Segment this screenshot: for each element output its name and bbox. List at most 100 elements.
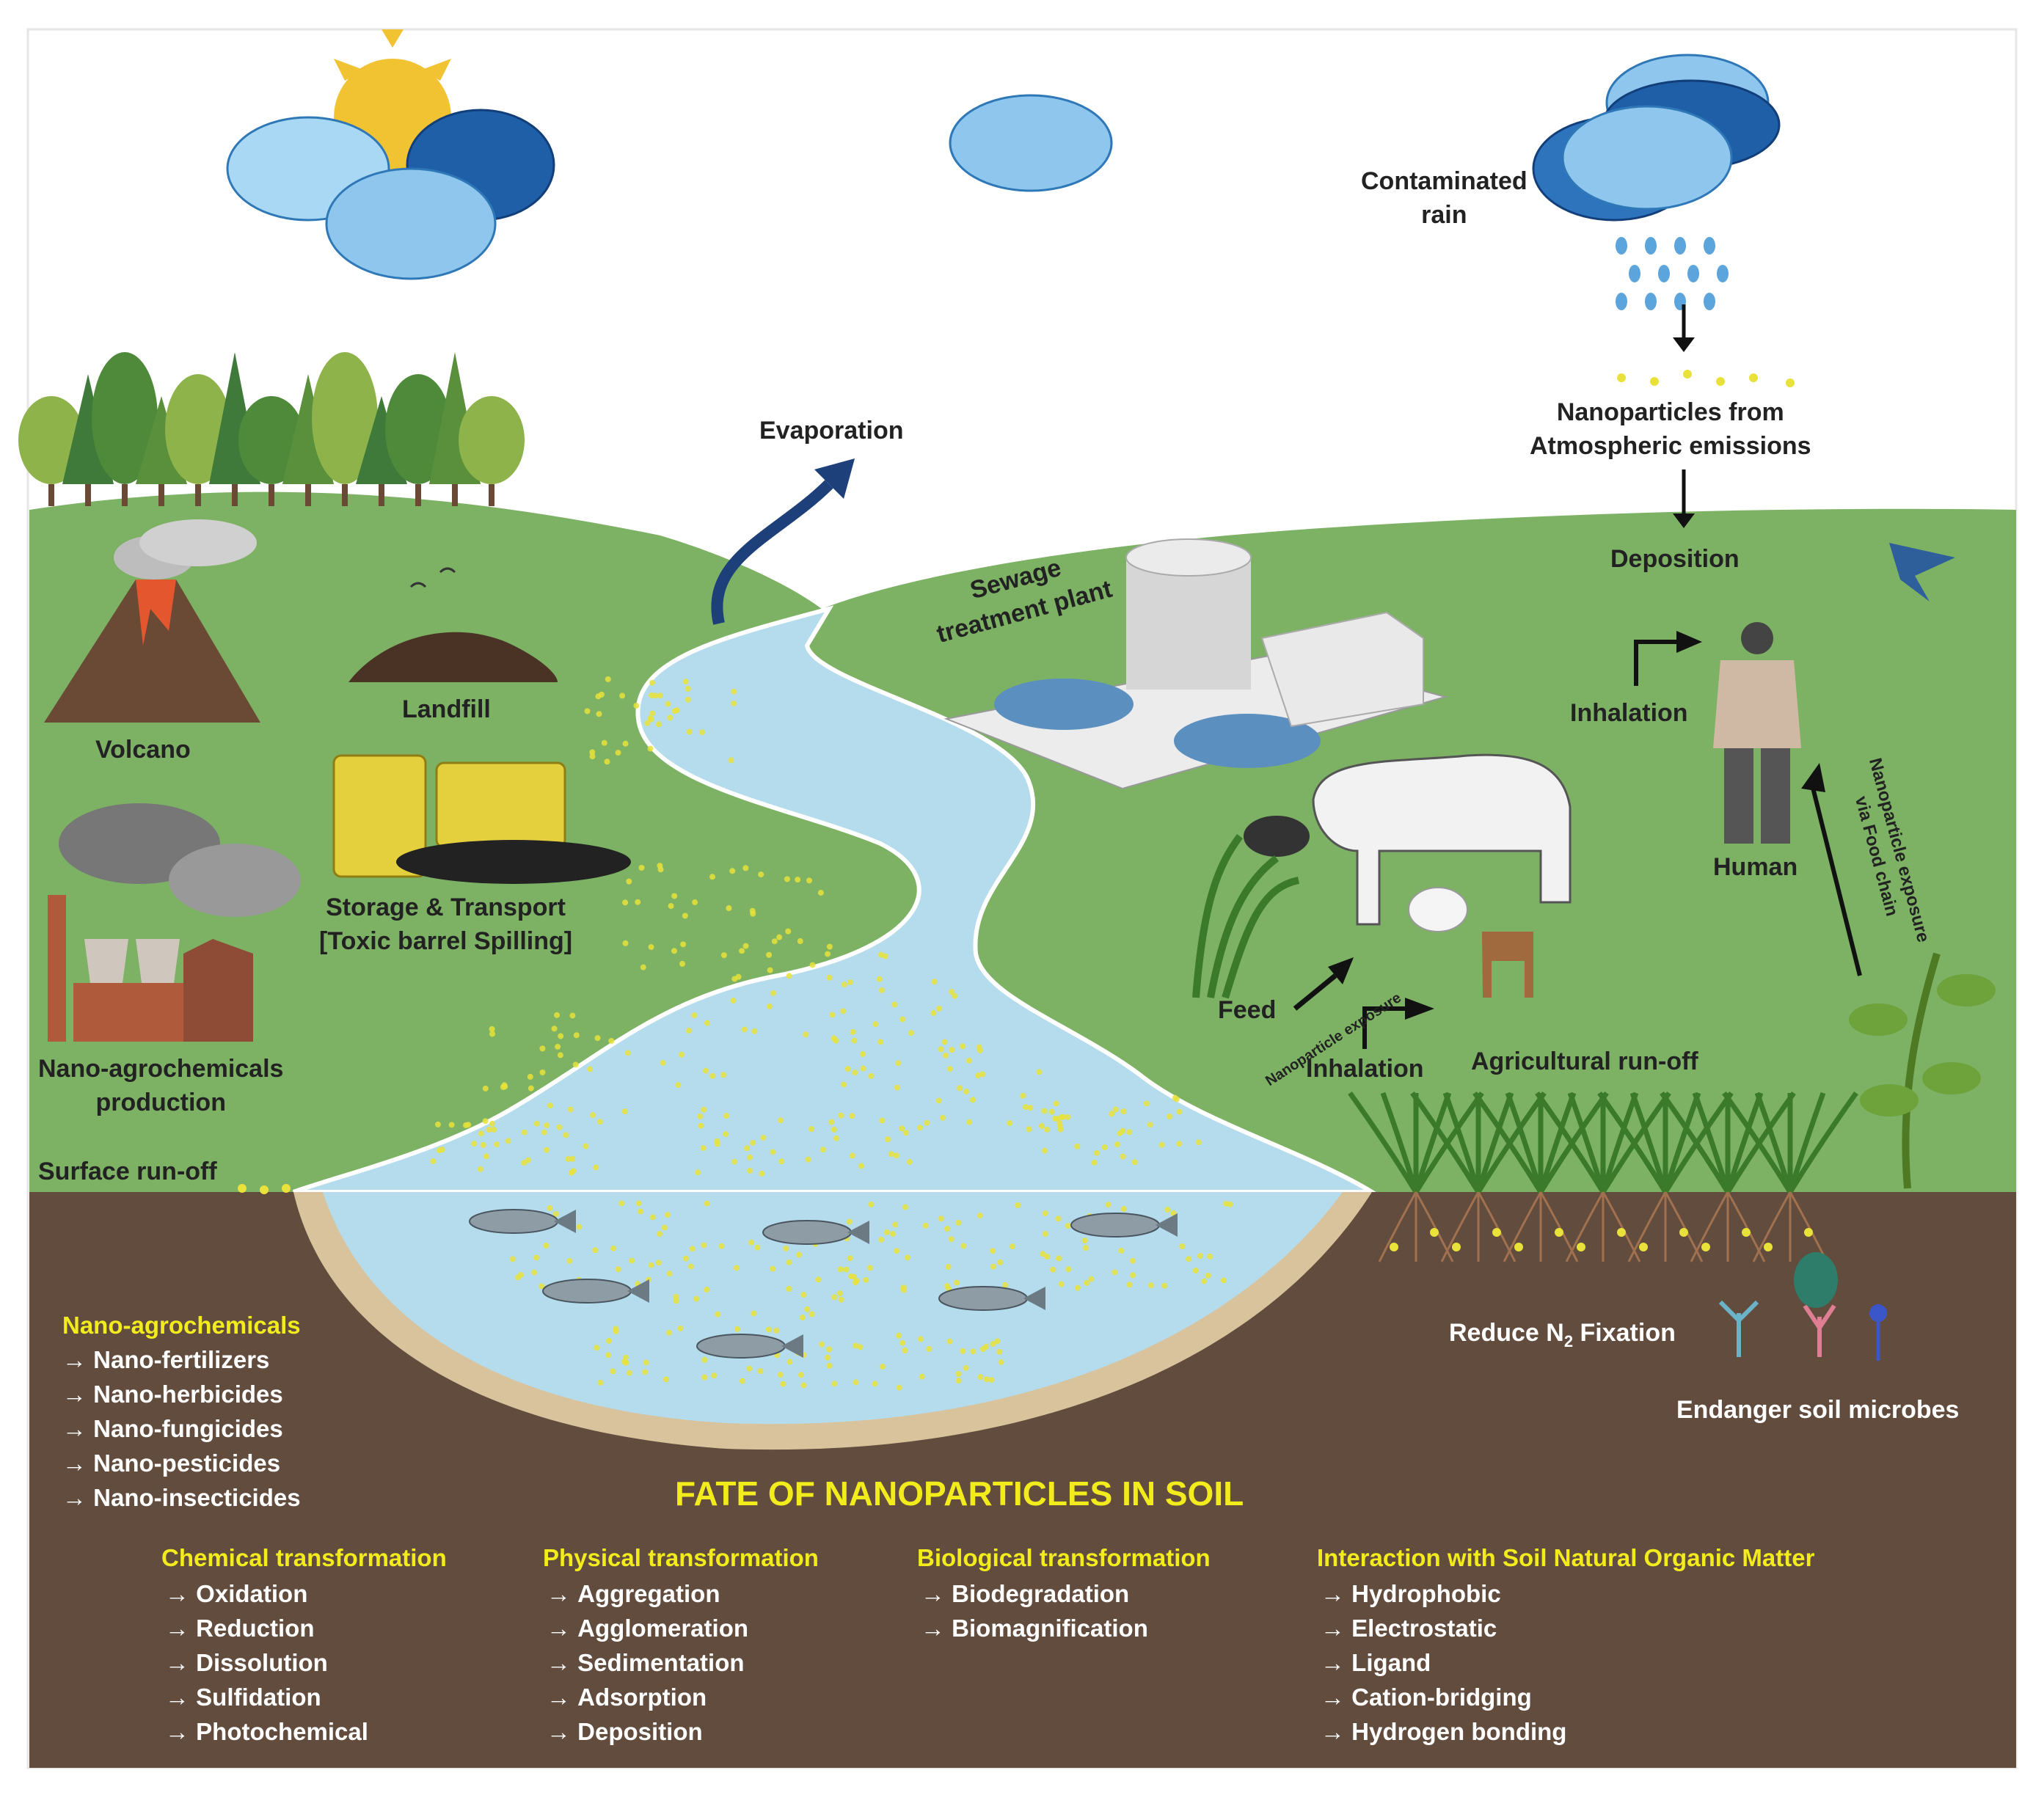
- nanoparticle-dot: [826, 1346, 833, 1353]
- nanoparticle-dot: [952, 992, 958, 999]
- nanoparticle-dot: [989, 1248, 996, 1254]
- soil-microbes-icon: [1718, 1252, 1887, 1361]
- nanoparticle-dot: [837, 1266, 844, 1273]
- nanoparticle-dot: [597, 1379, 604, 1386]
- nanoparticle-dot: [817, 890, 824, 896]
- nanoparticle-dot: [1207, 1253, 1213, 1260]
- nanoparticle-dot: [766, 1003, 773, 1010]
- nanoparticle-dot: [657, 863, 663, 869]
- nanoparticle-dot: [613, 1328, 619, 1335]
- nanoparticle-dot: [825, 1354, 831, 1361]
- nanoparticle-dot: [853, 1342, 859, 1349]
- nanoparticle-dot: [776, 934, 783, 940]
- nanoparticle-dot: [872, 1021, 879, 1028]
- nanoparticle-dot: [1639, 1243, 1648, 1251]
- nanoparticle-dot: [1126, 1129, 1133, 1136]
- nanoparticle-dot: [576, 1224, 583, 1230]
- label-production-line2: production: [95, 1088, 226, 1116]
- nanoparticle-dot: [709, 1072, 716, 1079]
- nanoparticle-dot: [744, 1145, 751, 1152]
- tree-trunk: [269, 484, 274, 506]
- fish-body: [542, 1279, 632, 1304]
- nanoparticle-dot: [604, 758, 610, 765]
- nanoparticle-dot: [648, 944, 654, 951]
- nanoparticle-dot: [1764, 1243, 1773, 1251]
- nanoparticle-dot: [917, 1125, 924, 1131]
- label-landfill: Landfill: [402, 695, 491, 723]
- nanoparticle-dot: [878, 987, 885, 993]
- nanoparticle-dot: [610, 1368, 616, 1375]
- nanoparticle-dot: [926, 1345, 932, 1352]
- nanoparticle-dot: [489, 1120, 495, 1127]
- nanoparticle-dot: [260, 1185, 269, 1194]
- cloud-rain-icon: [1532, 54, 1781, 222]
- nanoparticle-dot: [1179, 1243, 1186, 1250]
- fish-body: [696, 1334, 786, 1359]
- sewage-plant-icon: [943, 538, 1448, 790]
- nanoparticle-dot: [1120, 1108, 1127, 1115]
- label-reduce-n2-fixation: Reduce N2 Fixation: [1449, 1317, 1676, 1352]
- nanoparticle-dot: [778, 1117, 784, 1124]
- tree-trunk: [379, 484, 384, 506]
- nanoparticle-dot: [695, 1169, 701, 1176]
- nanoparticle-dot: [701, 1106, 707, 1113]
- nanoparticle-dot: [889, 1231, 896, 1238]
- animal-inhalation-arrow-icon: [1362, 998, 1434, 1049]
- label-inhalation-animal: Inhalation: [1306, 1055, 1424, 1083]
- nanoparticle-dot: [892, 1221, 899, 1228]
- nanoparticle-dot: [899, 1339, 906, 1346]
- fish-body: [469, 1209, 558, 1234]
- nanoparticle-dot: [828, 1119, 835, 1125]
- nanoparticle-dot: [687, 1263, 694, 1270]
- nanoparticle-dot: [655, 721, 662, 728]
- nanoparticle-dot: [569, 1155, 576, 1162]
- nanoparticle-dot: [657, 1231, 663, 1238]
- nanoparticle-dot: [853, 1278, 860, 1284]
- tree-crown: [92, 352, 158, 484]
- nanoparticle-dot: [759, 1170, 765, 1177]
- nanoparticle-dot: [751, 1028, 758, 1034]
- nanoparticle-dot: [1147, 1122, 1153, 1128]
- label-human: Human: [1713, 853, 1798, 881]
- label-atmospheric-emissions: Nanoparticles from Atmospheric emissions: [1530, 396, 1811, 464]
- nanoparticle-dot: [977, 1374, 984, 1381]
- nanoparticle-dot: [833, 1135, 840, 1141]
- nanoparticle-dot: [1093, 1149, 1100, 1156]
- fate-physical-list: AggregationAgglomerationSedimentationAds…: [547, 1576, 822, 1749]
- nanoparticle-dot: [825, 951, 831, 957]
- nanoparticle-dot: [896, 1332, 902, 1339]
- fish-tail: [627, 1279, 649, 1303]
- nanoparticle-dot: [1112, 1269, 1118, 1276]
- nanoparticle-dot: [1195, 1139, 1202, 1146]
- nanoparticle-dot: [1227, 1201, 1233, 1207]
- nanoparticle-dot: [979, 1071, 986, 1078]
- label-feed: Feed: [1218, 996, 1277, 1024]
- fate-mechanism-item: Hydrophobic: [1321, 1576, 1818, 1611]
- nanoparticle-dot: [539, 1045, 546, 1052]
- nanoparticle-dot: [596, 1119, 603, 1125]
- nanoparticle-dot: [994, 1338, 1001, 1345]
- label-storage-line1: Storage & Transport: [326, 893, 566, 921]
- nanoparticle-dot: [990, 1263, 996, 1270]
- nanoparticle-dot: [1749, 373, 1758, 382]
- tree-crown: [459, 396, 525, 484]
- nanoparticle-dot: [543, 1242, 550, 1249]
- nanoparticle-dot: [1088, 1276, 1095, 1282]
- nanoparticle-dot: [955, 1219, 962, 1226]
- nanoparticle-dot: [1118, 1248, 1125, 1254]
- nanoparticle-dot: [960, 1043, 966, 1050]
- nanoparticle-dot: [430, 1158, 437, 1164]
- nanoparticle-dot: [1015, 1202, 1021, 1208]
- nanoparticle-dot: [751, 1310, 757, 1317]
- nanoparticle-dot: [563, 1132, 569, 1138]
- nanoparticle-dot: [942, 1052, 949, 1059]
- nanoparticle-dot: [741, 1026, 748, 1033]
- nanoparticle-dot: [829, 1012, 836, 1018]
- river: [292, 605, 1380, 1194]
- nanoparticle-dot: [565, 1156, 572, 1163]
- nanoparticle-dot: [618, 1200, 625, 1207]
- nanoparticle-dot: [667, 714, 674, 721]
- label-evaporation: Evaporation: [759, 417, 904, 445]
- nanoparticle-dot: [633, 703, 640, 709]
- nanoparticle-dot: [701, 1356, 708, 1363]
